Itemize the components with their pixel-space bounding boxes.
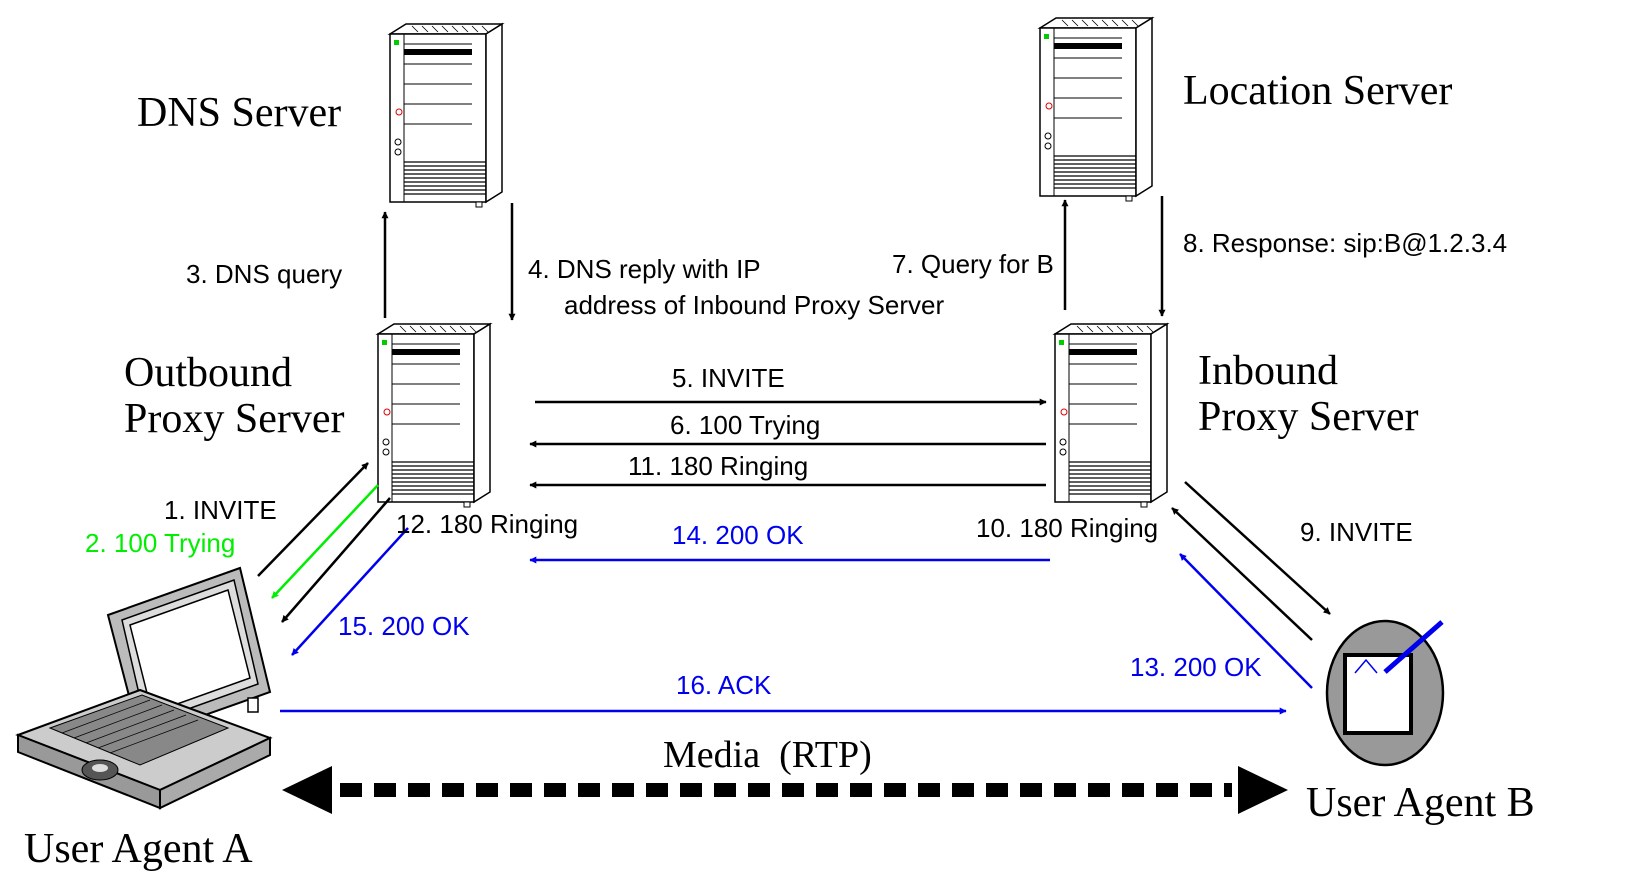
msg-1-label: 1. INVITE: [164, 495, 277, 525]
dns-server-label: DNS Server: [137, 90, 341, 136]
inbound-proxy-label-line1: Inbound: [1198, 348, 1338, 394]
media-rtp-label: Media (RTP): [663, 734, 872, 776]
msg-16-label: 16. ACK: [676, 670, 772, 700]
msg-3-label: 3. DNS query: [186, 259, 342, 289]
msg-5-label: 5. INVITE: [672, 363, 785, 393]
arrow-15-ok: [291, 527, 409, 656]
arrow-1-invite: [257, 462, 369, 577]
outbound-proxy-label-line1: Outbound: [124, 350, 292, 396]
msg-12-label: 12. 180 Ringing: [396, 509, 578, 539]
arrow-13-ok: [1179, 553, 1313, 689]
msg-6-label: 6. 100 Trying: [670, 410, 820, 440]
sip-phone-icon: [1325, 619, 1445, 767]
inbound-proxy-server-icon: [1054, 323, 1168, 508]
arrow-10-ringing: [1171, 507, 1313, 641]
msg-9-label: 9. INVITE: [1300, 517, 1413, 547]
msg-2-label: 2. 100 Trying: [85, 528, 235, 558]
user-agent-a-label: User Agent A: [24, 826, 253, 872]
msg-8-label: 8. Response: sip:B@1.2.3.4: [1183, 228, 1507, 258]
inbound-proxy-label-line2: Proxy Server: [1198, 394, 1418, 440]
arrow-2-trying: [271, 484, 379, 599]
outbound-proxy-label-line2: Proxy Server: [124, 396, 344, 442]
laptop-icon: [15, 566, 273, 810]
outbound-proxy-server-icon: [377, 323, 491, 508]
location-server-label: Location Server: [1183, 68, 1452, 114]
msg-14-label: 14. 200 OK: [672, 520, 804, 550]
msg-7-label: 7. Query for B: [892, 249, 1054, 279]
msg-11-label: 11. 180 Ringing: [628, 451, 808, 481]
arrow-9-invite: [1184, 481, 1331, 615]
msg-4-label-line1: 4. DNS reply with IP: [528, 254, 761, 284]
msg-13-label: 13. 200 OK: [1130, 652, 1262, 682]
user-agent-b-label: User Agent B: [1306, 780, 1535, 826]
arrow-12-ringing: [281, 497, 391, 623]
msg-15-label: 15. 200 OK: [338, 611, 470, 641]
dns-server-icon: [389, 23, 503, 208]
msg-10-label: 10. 180 Ringing: [976, 513, 1158, 543]
media-rtp-arrow: [282, 766, 1288, 814]
location-server-icon: [1039, 17, 1153, 202]
msg-4-label-line2: address of Inbound Proxy Server: [564, 290, 944, 320]
